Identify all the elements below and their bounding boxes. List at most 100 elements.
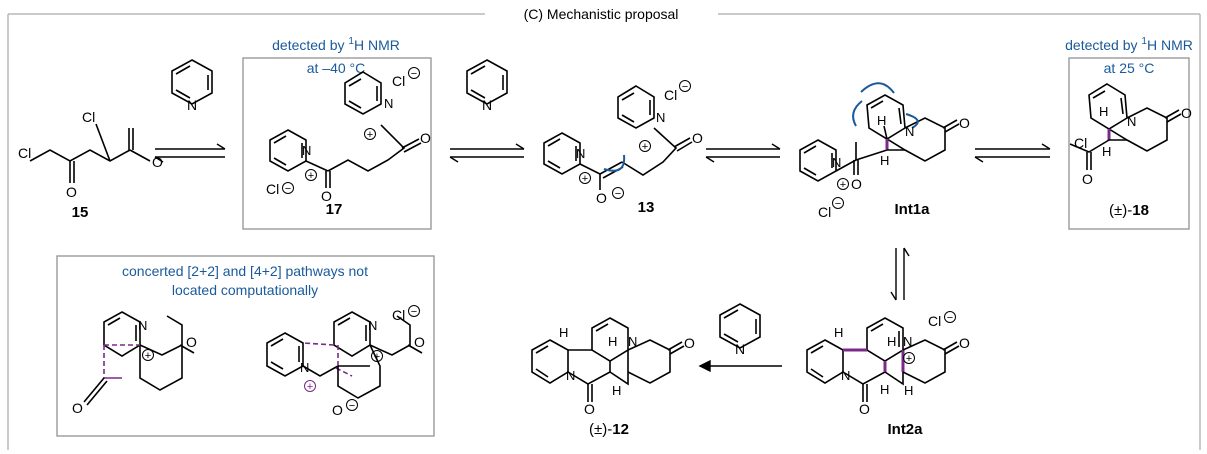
charge-plus: + [906, 353, 912, 365]
electron-arrow [852, 100, 863, 127]
compound-label-17: 17 [326, 201, 343, 218]
atom-h: H [877, 113, 886, 128]
equilibrium-arrow [705, 143, 781, 163]
charge-plus: + [840, 179, 846, 191]
atom-h: H [608, 334, 617, 349]
charge-minus: − [615, 188, 621, 200]
atom-o: O [959, 115, 970, 131]
header-frame [7, 13, 1201, 450]
electron-arrow [603, 154, 626, 172]
charge-markers [832, 178, 849, 209]
charge-plus: + [307, 381, 313, 393]
atom-o: O [584, 401, 595, 417]
atom-n: N [903, 334, 912, 349]
atom-o: O [420, 130, 431, 146]
pathways-line1: concerted [2+2] and [4+2] pathways not [122, 263, 368, 279]
charge-plus: + [367, 129, 373, 141]
compound-17-structure [269, 71, 422, 188]
charge-minus: − [947, 312, 953, 324]
charge-minus: − [411, 68, 417, 80]
compound-label-13: 13 [638, 199, 655, 216]
electron-arrow [905, 113, 919, 129]
charge-minus: − [349, 400, 355, 412]
compound-label-int1a: Int1a [894, 201, 930, 218]
charge-markers [304, 305, 420, 411]
atom-o: O [859, 401, 870, 417]
nmr-18-line2: at 25 °C [1104, 60, 1155, 76]
atom-o: O [66, 184, 77, 200]
compound-18-structure [1069, 83, 1182, 170]
equilibrium-arrow [974, 143, 1051, 163]
atom-o: O [1082, 171, 1093, 187]
nmr-18-superscript: 1 [1141, 36, 1147, 47]
scheme-title: (C) Mechanistic proposal [524, 6, 679, 22]
vertical-equilibrium-arrow [890, 247, 910, 301]
compound-label-15: 15 [72, 204, 89, 221]
atom-o: O [321, 188, 332, 204]
nmr-17-prefix: detected by [272, 37, 348, 53]
atom-o: O [596, 190, 607, 206]
atom-cl: Cl [82, 109, 95, 125]
equilibrium-arrow [449, 143, 525, 163]
atom-n: N [576, 146, 585, 161]
charge-plus: + [582, 173, 588, 185]
atom-n: N [1127, 114, 1136, 129]
atom-n: N [384, 96, 393, 111]
atom-n: N [187, 97, 197, 113]
atom-h: H [559, 325, 568, 340]
atom-o: O [152, 154, 163, 170]
charge-marker [142, 349, 154, 361]
atom-o: O [959, 335, 970, 351]
compound-label-12: (±)-12 [589, 421, 629, 438]
charge-minus: − [411, 306, 417, 318]
charge-plus: + [145, 350, 151, 362]
atom-cl: Cl [928, 313, 941, 329]
atom-cl: Cl [266, 181, 279, 197]
nmr-18-suffix: H NMR [1147, 37, 1193, 53]
compound-12-prefix: (±)- [589, 421, 612, 438]
equilibrium-arrow [154, 143, 226, 163]
atom-h: H [880, 153, 889, 168]
compound-label-int2a: Int2a [887, 421, 923, 438]
int2a-structure [806, 317, 960, 402]
pathways-box [56, 255, 435, 437]
atom-n: N [300, 360, 309, 375]
atom-o: O [72, 400, 83, 416]
atom-h: H [1099, 104, 1108, 119]
nmr-box-17 [242, 57, 432, 230]
transition-state-2-2 [83, 311, 195, 406]
atom-n: N [368, 318, 377, 333]
atom-o: O [684, 335, 695, 351]
int1a-structure [799, 94, 960, 182]
atom-o: O [692, 130, 703, 146]
atom-n: N [302, 143, 311, 158]
charge-markers [903, 311, 956, 364]
charge-plus: + [642, 141, 648, 153]
compound-label-18: (±)-18 [1109, 202, 1149, 219]
charge-plus: + [308, 170, 314, 182]
charge-markers [579, 80, 691, 199]
atom-cl: Cl [1074, 135, 1087, 151]
atom-cl: Cl [664, 87, 677, 103]
pyridine-reagent-3 [719, 303, 761, 349]
charge-minus: − [285, 183, 291, 195]
transition-state-4-2 [266, 311, 423, 399]
nmr-17-line1: detected by 1H NMR [272, 36, 400, 53]
atom-n: N [832, 155, 841, 170]
charge-minus: − [682, 81, 688, 93]
atom-o: O [851, 176, 862, 192]
nmr-17-superscript: 1 [348, 36, 354, 47]
charge-markers [282, 67, 420, 194]
atom-cl: Cl [818, 204, 831, 220]
nmr-18-line1: detected by 1H NMR [1065, 36, 1193, 53]
atom-o: O [414, 334, 425, 350]
atom-o: O [332, 402, 343, 418]
atom-h: H [904, 383, 913, 398]
atom-h: H [1102, 144, 1111, 159]
compound-18-prefix: (±)- [1109, 202, 1132, 219]
reaction-arrow [698, 359, 782, 373]
nmr-17-line2: at –40 °C [307, 60, 366, 76]
atom-n: N [841, 368, 850, 383]
compound-18-number: 18 [1132, 202, 1149, 219]
electron-arrow [860, 82, 895, 94]
